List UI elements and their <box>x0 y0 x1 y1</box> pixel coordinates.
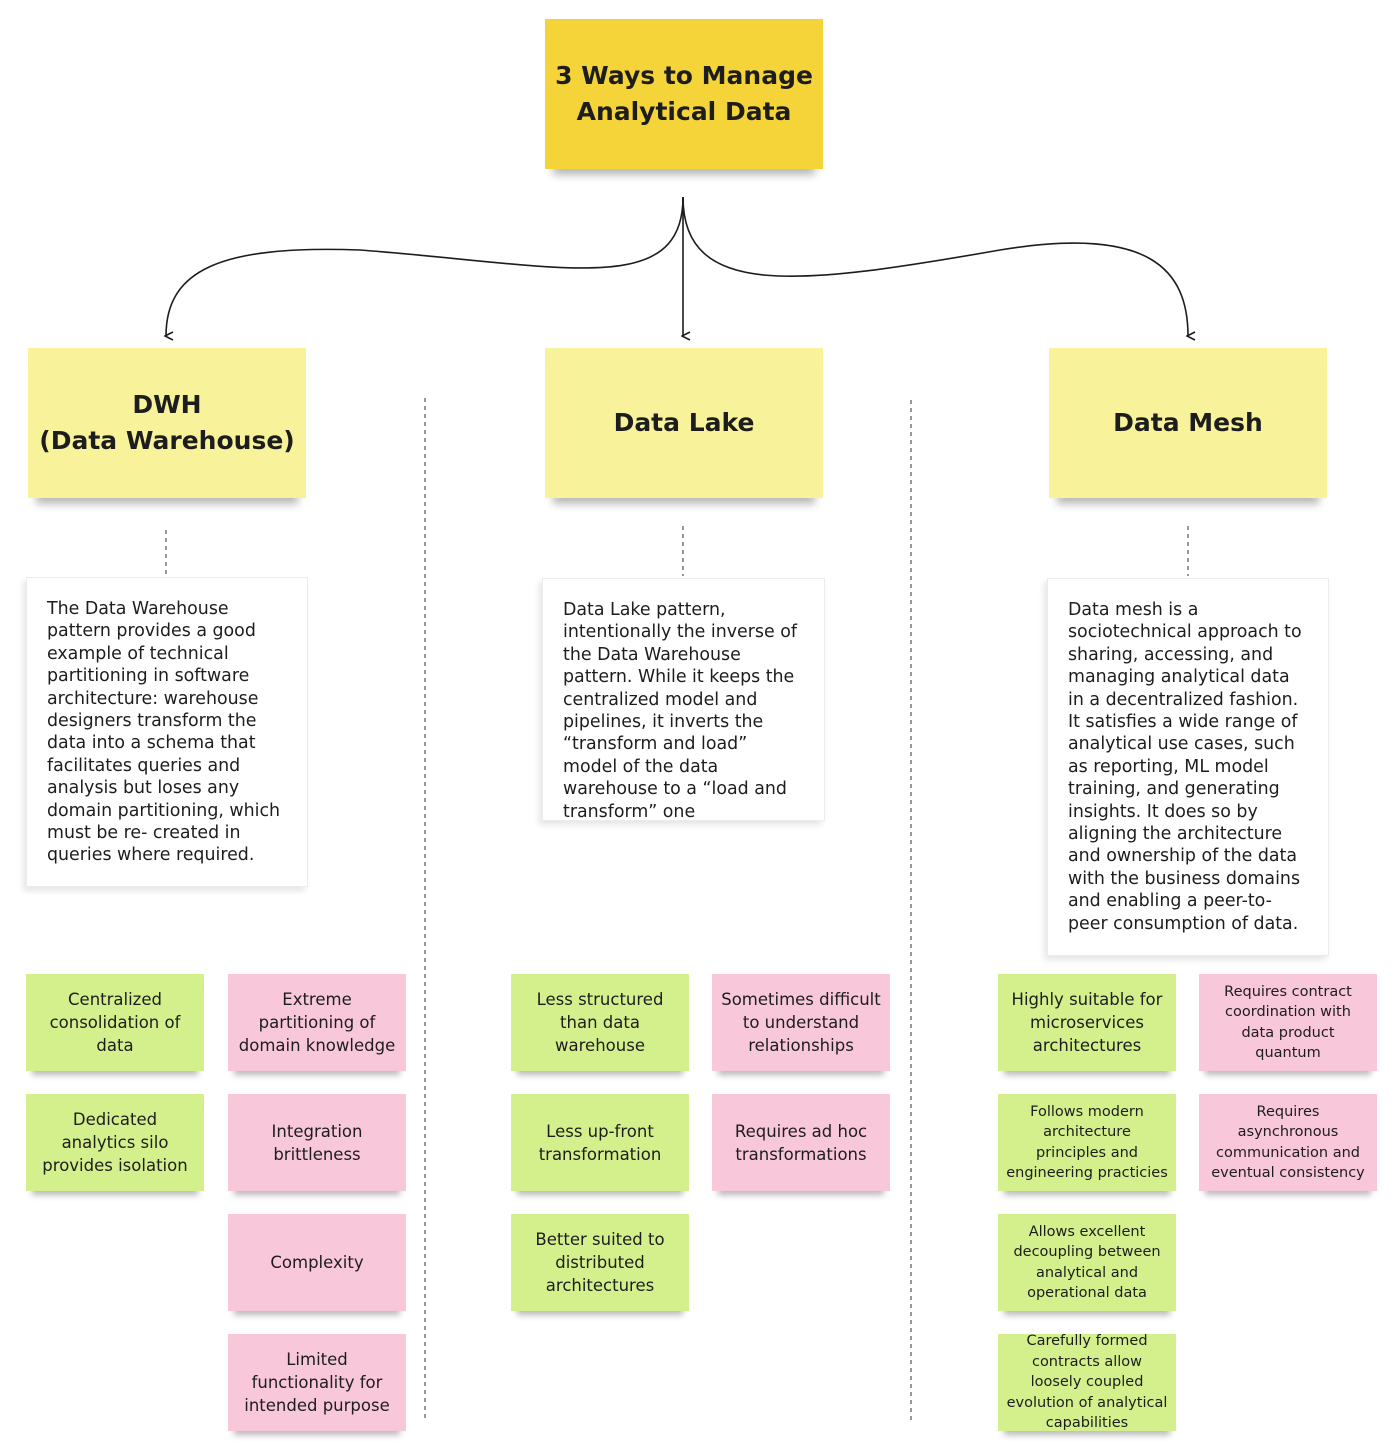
description-data-mesh: Data mesh is a sociotechnical approach t… <box>1068 600 1302 934</box>
pro-note-data-mesh-4: Carefully formed contracts allow loosely… <box>998 1333 1176 1432</box>
con-note-dwh-1: Extreme partitioning of domain knowledge <box>228 974 406 1071</box>
heading-dwh-line1: DWH <box>132 390 202 419</box>
pro-note-dwh-1: Centralized consolidation of data <box>26 974 204 1071</box>
con-note-dwh-3: Complexity <box>228 1214 406 1311</box>
pro-text: Allows excellent decoupling between anal… <box>1013 1223 1161 1302</box>
description-card-dwh: The Data Warehouse pattern provides a go… <box>26 577 308 887</box>
pro-note-data-lake-3: Better suited to distributed architectur… <box>511 1214 689 1311</box>
pro-text: Better suited to distributed architectur… <box>535 1230 665 1295</box>
con-note-data-lake-2: Requires ad hoc transformations <box>712 1094 890 1191</box>
heading-dwh: DWH (Data Warehouse) <box>39 387 294 459</box>
connector-arrow-dwh <box>166 196 684 336</box>
description-dwh: The Data Warehouse pattern provides a go… <box>47 599 281 866</box>
heading-dwh-line2: (Data Warehouse) <box>39 426 295 455</box>
con-text: Requires contract coordination with data… <box>1224 983 1352 1062</box>
pro-text: Follows modern architecture principles a… <box>1006 1103 1168 1182</box>
heading-note-data-mesh: Data Mesh <box>1049 348 1327 498</box>
title-note: 3 Ways to Manage Analytical Data <box>545 19 823 169</box>
con-note-data-mesh-1: Requires contract coordination with data… <box>1199 974 1377 1071</box>
con-note-data-mesh-2: Requires asynchronous communication and … <box>1199 1094 1377 1191</box>
pro-text: Less structured than data warehouse <box>536 990 664 1055</box>
con-text: Integration brittleness <box>271 1121 363 1164</box>
diagram-title: 3 Ways to Manage Analytical Data <box>555 61 813 126</box>
pro-text: Carefully formed contracts allow loosely… <box>1006 1333 1168 1432</box>
con-text: Sometimes difficult to understand relati… <box>721 990 881 1055</box>
pro-text: Dedicated analytics silo provides isolat… <box>42 1110 188 1175</box>
con-text: Extreme partitioning of domain knowledge <box>238 990 396 1055</box>
con-note-dwh-4: Limited functionality for intended purpo… <box>228 1334 406 1431</box>
connector-arrow-data-mesh <box>682 196 1188 336</box>
pro-note-data-mesh-2: Follows modern architecture principles a… <box>998 1094 1176 1191</box>
pro-text: Centralized consolidation of data <box>49 990 181 1055</box>
pro-note-data-mesh-3: Allows excellent decoupling between anal… <box>998 1214 1176 1311</box>
pro-text: Highly suitable for microservices archit… <box>1011 990 1163 1055</box>
con-note-dwh-2: Integration brittleness <box>228 1094 406 1191</box>
con-text: Complexity <box>270 1253 364 1272</box>
heading-note-dwh: DWH (Data Warehouse) <box>28 348 306 498</box>
pro-note-data-lake-2: Less up-front transformation <box>511 1094 689 1191</box>
con-text: Requires asynchronous communication and … <box>1211 1103 1365 1182</box>
description-card-data-mesh: Data mesh is a sociotechnical approach t… <box>1047 578 1329 956</box>
description-card-data-lake: Data Lake pattern, intentionally the inv… <box>542 578 825 822</box>
pro-note-dwh-2: Dedicated analytics silo provides isolat… <box>26 1094 204 1191</box>
con-text: Requires ad hoc transformations <box>734 1121 868 1164</box>
heading-note-data-lake: Data Lake <box>545 348 823 498</box>
heading-data-lake: Data Lake <box>613 408 755 437</box>
description-data-lake: Data Lake pattern, intentionally the inv… <box>563 600 797 822</box>
con-note-data-lake-1: Sometimes difficult to understand relati… <box>712 974 890 1071</box>
pro-note-data-mesh-1: Highly suitable for microservices archit… <box>998 974 1176 1071</box>
pro-note-data-lake-1: Less structured than data warehouse <box>511 974 689 1071</box>
pro-text: Less up-front transformation <box>538 1121 662 1164</box>
heading-data-mesh: Data Mesh <box>1113 408 1263 437</box>
con-text: Limited functionality for intended purpo… <box>244 1350 390 1415</box>
